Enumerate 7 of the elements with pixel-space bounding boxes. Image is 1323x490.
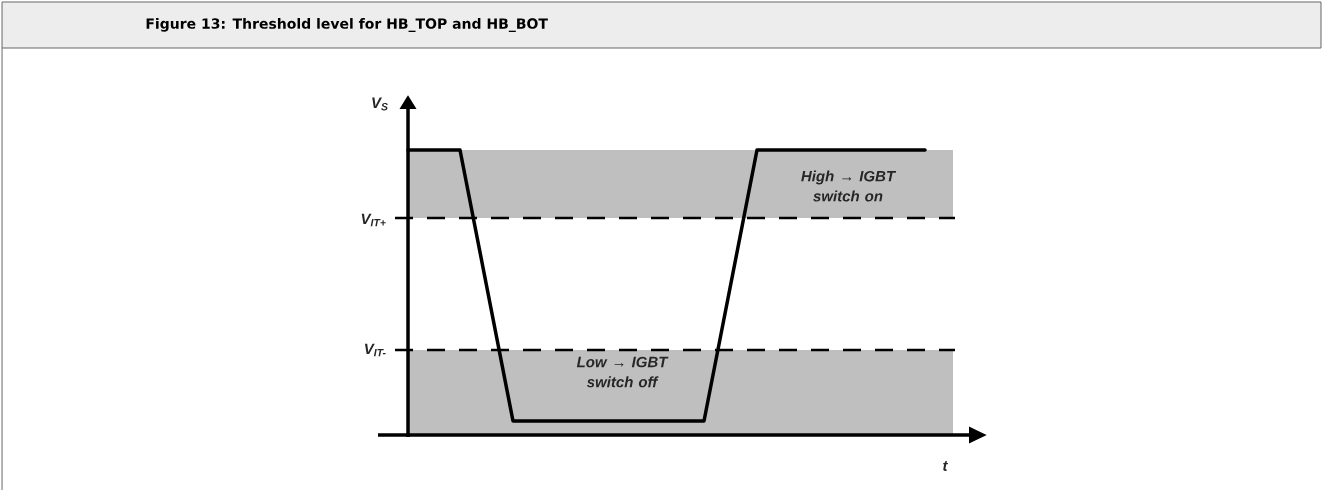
axis-label: V$_{S}$	[372, 97, 388, 111]
threshold-label: V$_{IT-}$	[365, 343, 386, 357]
axis-label: t	[943, 461, 948, 471]
threshold-label: V$_{IT+}$	[361, 213, 386, 227]
region-label: High → IGBT switch on	[801, 170, 897, 202]
title-bar: Figure 13: Threshold level for HB_TOP and HB_BOT	[1, 1, 1322, 49]
region-label: Low → IGBT switch off	[576, 356, 669, 388]
